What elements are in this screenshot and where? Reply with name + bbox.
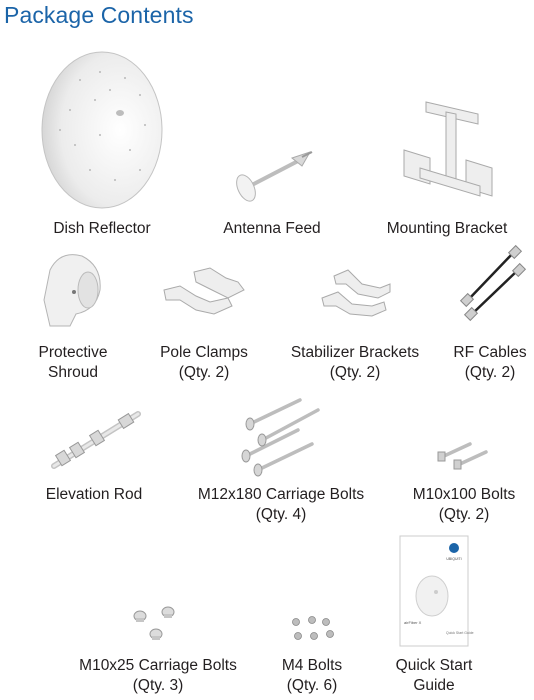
guide-brand: UBIQUITI <box>446 557 461 561</box>
item-label: Dish Reflector <box>53 220 151 237</box>
item-label: Quick Start Guide <box>395 657 473 694</box>
item-label: Protective Shroud <box>38 344 108 381</box>
item-label: Elevation Rod <box>45 486 143 503</box>
item-label: M12x180 Carriage Bolts (Qty. 4) <box>197 486 365 523</box>
item-label: Antenna Feed <box>223 220 321 237</box>
item-label: M10x25 Carriage Bolts (Qty. 3) <box>79 657 237 694</box>
item-label: RF Cables (Qty. 2) <box>453 344 527 381</box>
item-label: Pole Clamps (Qty. 2) <box>160 344 248 381</box>
item-label: Mounting Bracket <box>386 220 508 237</box>
page-title: Package Contents <box>4 2 194 28</box>
item-label: M4 Bolts (Qty. 6) <box>281 657 343 694</box>
item-label: M10x100 Bolts (Qty. 2) <box>412 486 516 523</box>
item-label: Stabilizer Brackets (Qty. 2) <box>290 344 420 381</box>
guide-product: airFiber X <box>404 620 422 625</box>
guide-subtitle: Quick Start Guide <box>446 631 474 635</box>
